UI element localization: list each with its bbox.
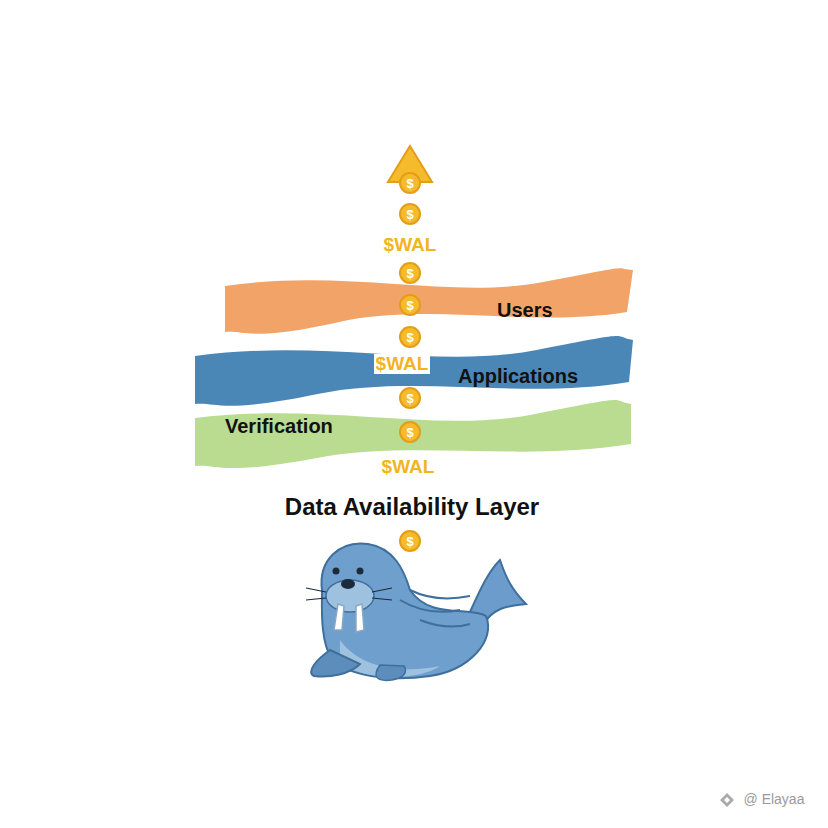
token-label: $WAL — [374, 354, 431, 375]
watermark: @ Elayaa — [744, 792, 805, 807]
band-label: Applications — [458, 365, 578, 387]
coin-icon: $ — [399, 203, 421, 225]
coin-icon: $ — [399, 326, 421, 348]
coin-icon: $ — [399, 387, 421, 409]
layer-heading: Data Availability Layer — [285, 494, 539, 520]
dollar-sign: $ — [406, 535, 413, 548]
dollar-sign: $ — [406, 392, 413, 405]
coin-icon: $ — [399, 421, 421, 443]
band-shape — [225, 266, 633, 332]
coin-icon: $ — [399, 294, 421, 316]
band-label: Verification — [225, 415, 333, 437]
dollar-sign: $ — [406, 208, 413, 221]
token-label: $WAL — [382, 235, 439, 256]
walrus-illustration — [306, 543, 526, 680]
token-label: $WAL — [380, 457, 437, 478]
wavy-band: Users — [225, 266, 633, 332]
band-label: Users — [497, 299, 553, 321]
dollar-sign: $ — [406, 267, 413, 280]
dollar-sign: $ — [406, 426, 413, 439]
band-fill — [225, 268, 633, 334]
dollar-sign: $ — [406, 299, 413, 312]
coin-icon: $ — [399, 262, 421, 284]
dollar-sign: $ — [406, 331, 413, 344]
dollar-sign: $ — [406, 177, 413, 190]
watermark-logo — [720, 793, 734, 807]
coin-icon: $ — [399, 530, 421, 552]
coin-icon: $ — [399, 172, 421, 194]
